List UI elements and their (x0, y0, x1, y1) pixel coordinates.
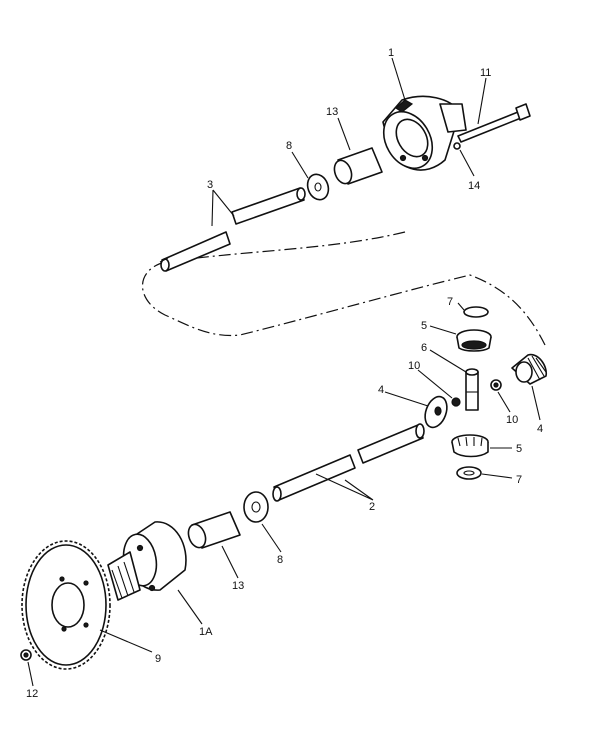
part-6-cross-pin (465, 368, 479, 411)
part-4-disc-left (424, 395, 448, 429)
callout-2: 2 (369, 501, 375, 513)
part-5-gear-bottom (451, 434, 489, 458)
callout-3: 3 (207, 179, 213, 191)
callout-5-top: 5 (421, 320, 427, 332)
leader-lines (27, 57, 541, 687)
assembly-outline (141, 231, 546, 346)
part-12-nut (20, 649, 32, 661)
callout-9: 9 (155, 653, 161, 665)
callout-6: 6 (421, 342, 427, 354)
part-14-nut-top (453, 142, 461, 150)
part-5-gear-top (456, 329, 492, 352)
part-7-washer-top (463, 306, 489, 318)
part-8-washer-top (306, 173, 330, 201)
part-9-sprocket (21, 540, 111, 670)
callout-11: 11 (480, 67, 491, 79)
callout-14-top: 14 (468, 180, 480, 192)
callout-13-top: 13 (326, 106, 338, 118)
callout-8-bottom: 8 (277, 554, 283, 566)
part-4-gear-right (511, 353, 548, 385)
callout-7-bottom: 7 (516, 474, 522, 486)
part-8-washer-bottom (243, 491, 269, 523)
callout-1a: 1A (199, 626, 213, 638)
callout-4-left: 4 (378, 384, 384, 396)
part-10-nut-left (451, 397, 461, 407)
part-7-washer-bottom (456, 466, 482, 480)
part-3-shaft (159, 187, 306, 272)
part-13-sleeve-top (333, 147, 383, 185)
callout-10-right: 10 (506, 414, 518, 426)
part-1-hub-housing (382, 95, 467, 171)
callout-4-right: 4 (537, 423, 543, 435)
callout-7-top: 7 (447, 296, 453, 308)
callout-1: 1 (388, 47, 394, 59)
callout-5-bottom: 5 (516, 443, 522, 455)
callout-10-left: 10 (408, 360, 420, 372)
callout-13-bottom: 13 (232, 580, 244, 592)
part-11-bolt (457, 103, 531, 143)
callout-8-top: 8 (286, 140, 292, 152)
part-2-shaft (272, 423, 425, 502)
part-13-sleeve-bottom (187, 511, 241, 549)
callout-12: 12 (26, 688, 38, 700)
part-10-nut-right (490, 379, 502, 391)
part-1a-splined-hub (107, 521, 187, 601)
